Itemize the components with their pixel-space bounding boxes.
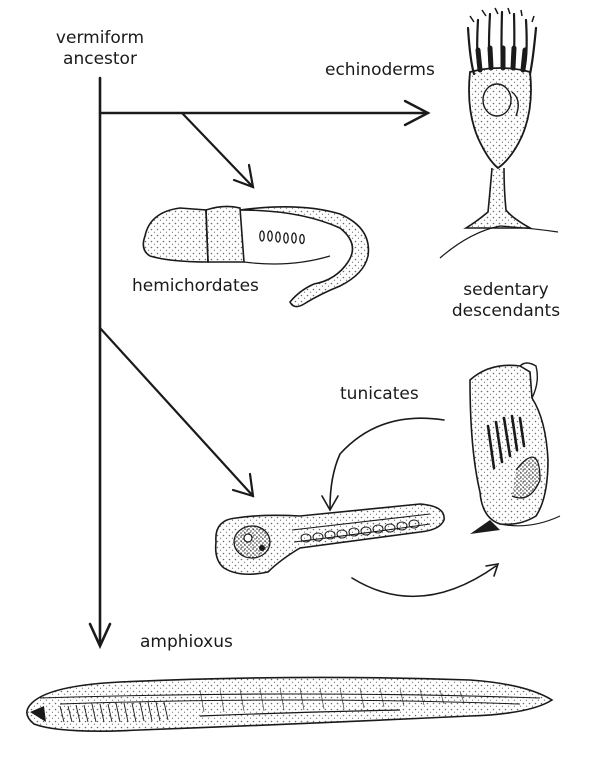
tunicate-larva-illustration bbox=[214, 503, 445, 576]
branch-arrow-tunicates bbox=[98, 326, 255, 498]
label-echinoderms: echinoderms bbox=[325, 60, 435, 80]
label-sedentary-descendants: sedentary descendants bbox=[436, 280, 576, 322]
label-sedentary-line2: descendants bbox=[451, 301, 561, 321]
label-hemichordates: hemichordates bbox=[132, 276, 259, 296]
amphioxus-illustration bbox=[26, 676, 554, 732]
label-vermiform-ancestor: vermiform ancestor bbox=[40, 28, 160, 70]
label-sedentary-line1: sedentary bbox=[463, 280, 549, 300]
lifecycle-arrows bbox=[321, 417, 500, 598]
main-trunk-arrow bbox=[88, 76, 112, 650]
tunicate-adult-illustration bbox=[469, 362, 561, 534]
label-amphioxus: amphioxus bbox=[140, 632, 233, 652]
branch-arrow-hemichordates bbox=[180, 111, 255, 189]
echinoderm-illustration bbox=[439, 7, 559, 259]
label-ancestor-line1: vermiform bbox=[55, 28, 145, 48]
hemichordate-illustration bbox=[142, 205, 370, 308]
label-ancestor-line2: ancestor bbox=[63, 49, 137, 69]
label-tunicates: tunicates bbox=[340, 384, 419, 404]
branch-arrow-echinoderms bbox=[98, 99, 431, 127]
